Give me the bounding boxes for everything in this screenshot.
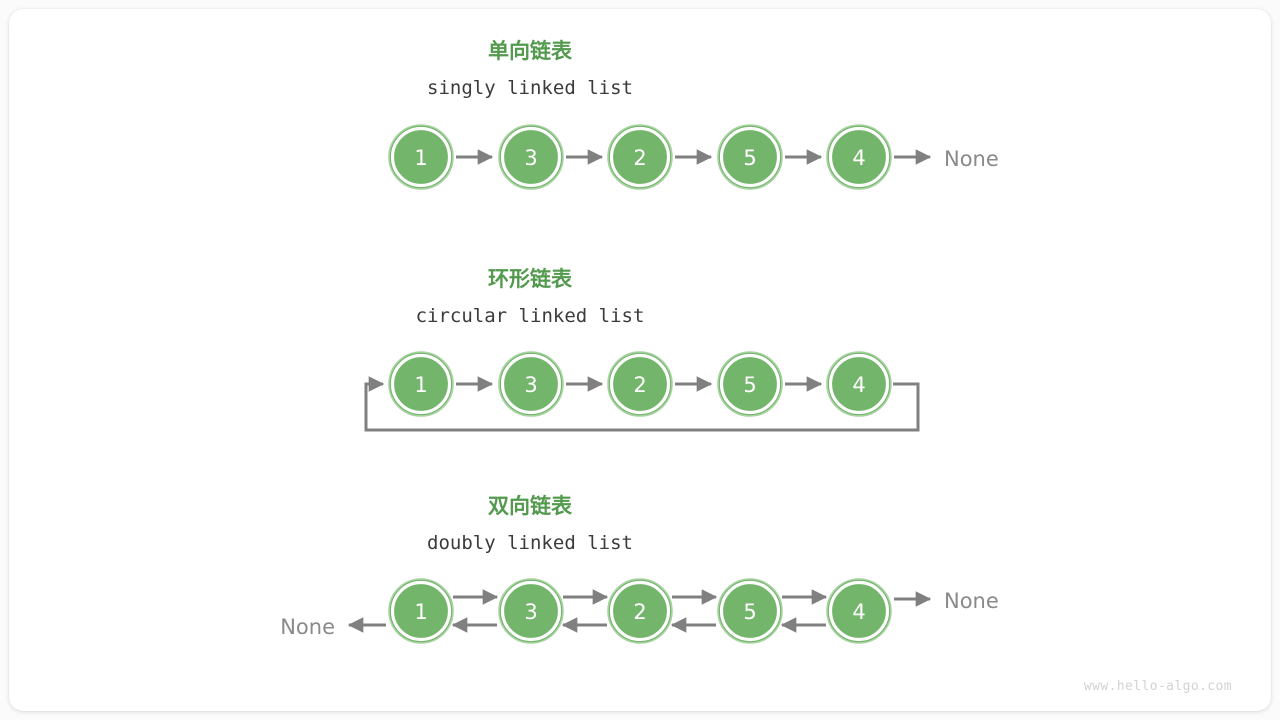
section-singly: 单向链表 singly linked list 1 bbox=[388, 39, 999, 190]
node-value: 4 bbox=[852, 373, 865, 397]
tail-terminator-label: None bbox=[944, 147, 999, 171]
list-node[interactable]: 2 bbox=[607, 351, 673, 417]
section-title-cn-circular: 环形链表 bbox=[488, 267, 573, 291]
node-value: 1 bbox=[414, 146, 427, 170]
list-node[interactable]: 4 bbox=[826, 578, 892, 644]
node-value: 5 bbox=[743, 146, 756, 170]
list-node[interactable]: 4 bbox=[826, 351, 892, 417]
circular-loop-link bbox=[364, 376, 920, 432]
doubly-nodes: 1 3 2 5 bbox=[388, 578, 892, 644]
list-node[interactable]: 2 bbox=[607, 578, 673, 644]
node-value: 2 bbox=[633, 600, 646, 624]
list-node[interactable]: 5 bbox=[717, 578, 783, 644]
section-title-en-doubly: doubly linked list bbox=[427, 532, 633, 554]
section-title-cn-doubly: 双向链表 bbox=[488, 494, 573, 518]
section-doubly: 双向链表 doubly linked list bbox=[280, 494, 999, 644]
list-node[interactable]: 5 bbox=[717, 124, 783, 190]
list-node[interactable]: 3 bbox=[498, 124, 564, 190]
node-value: 1 bbox=[414, 600, 427, 624]
node-value: 5 bbox=[743, 373, 756, 397]
section-title-en-circular: circular linked list bbox=[416, 305, 645, 327]
node-value: 3 bbox=[524, 146, 537, 170]
list-node[interactable]: 1 bbox=[388, 351, 454, 417]
node-value: 3 bbox=[524, 373, 537, 397]
tail-terminator-label: None bbox=[944, 589, 999, 613]
node-value: 4 bbox=[852, 600, 865, 624]
section-title-cn-singly: 单向链表 bbox=[488, 39, 573, 63]
list-node[interactable]: 1 bbox=[388, 124, 454, 190]
circular-nodes: 1 3 2 5 bbox=[388, 351, 892, 417]
list-node[interactable]: 4 bbox=[826, 124, 892, 190]
list-node[interactable]: 1 bbox=[388, 578, 454, 644]
node-value: 5 bbox=[743, 600, 756, 624]
singly-nodes: 1 3 2 5 bbox=[388, 124, 892, 190]
node-value: 4 bbox=[852, 146, 865, 170]
list-node[interactable]: 5 bbox=[717, 351, 783, 417]
doubly-next-links bbox=[453, 589, 932, 607]
section-title-en-singly: singly linked list bbox=[427, 77, 633, 99]
node-value: 2 bbox=[633, 373, 646, 397]
list-node[interactable]: 3 bbox=[498, 578, 564, 644]
node-value: 2 bbox=[633, 146, 646, 170]
node-value: 3 bbox=[524, 600, 537, 624]
watermark-label: www.hello-algo.com bbox=[1084, 679, 1232, 694]
list-node[interactable]: 3 bbox=[498, 351, 564, 417]
head-terminator-label: None bbox=[280, 615, 335, 639]
list-node[interactable]: 2 bbox=[607, 124, 673, 190]
section-circular: 环形链表 circular linked list 1 3 bbox=[364, 267, 920, 432]
node-value: 1 bbox=[414, 373, 427, 397]
